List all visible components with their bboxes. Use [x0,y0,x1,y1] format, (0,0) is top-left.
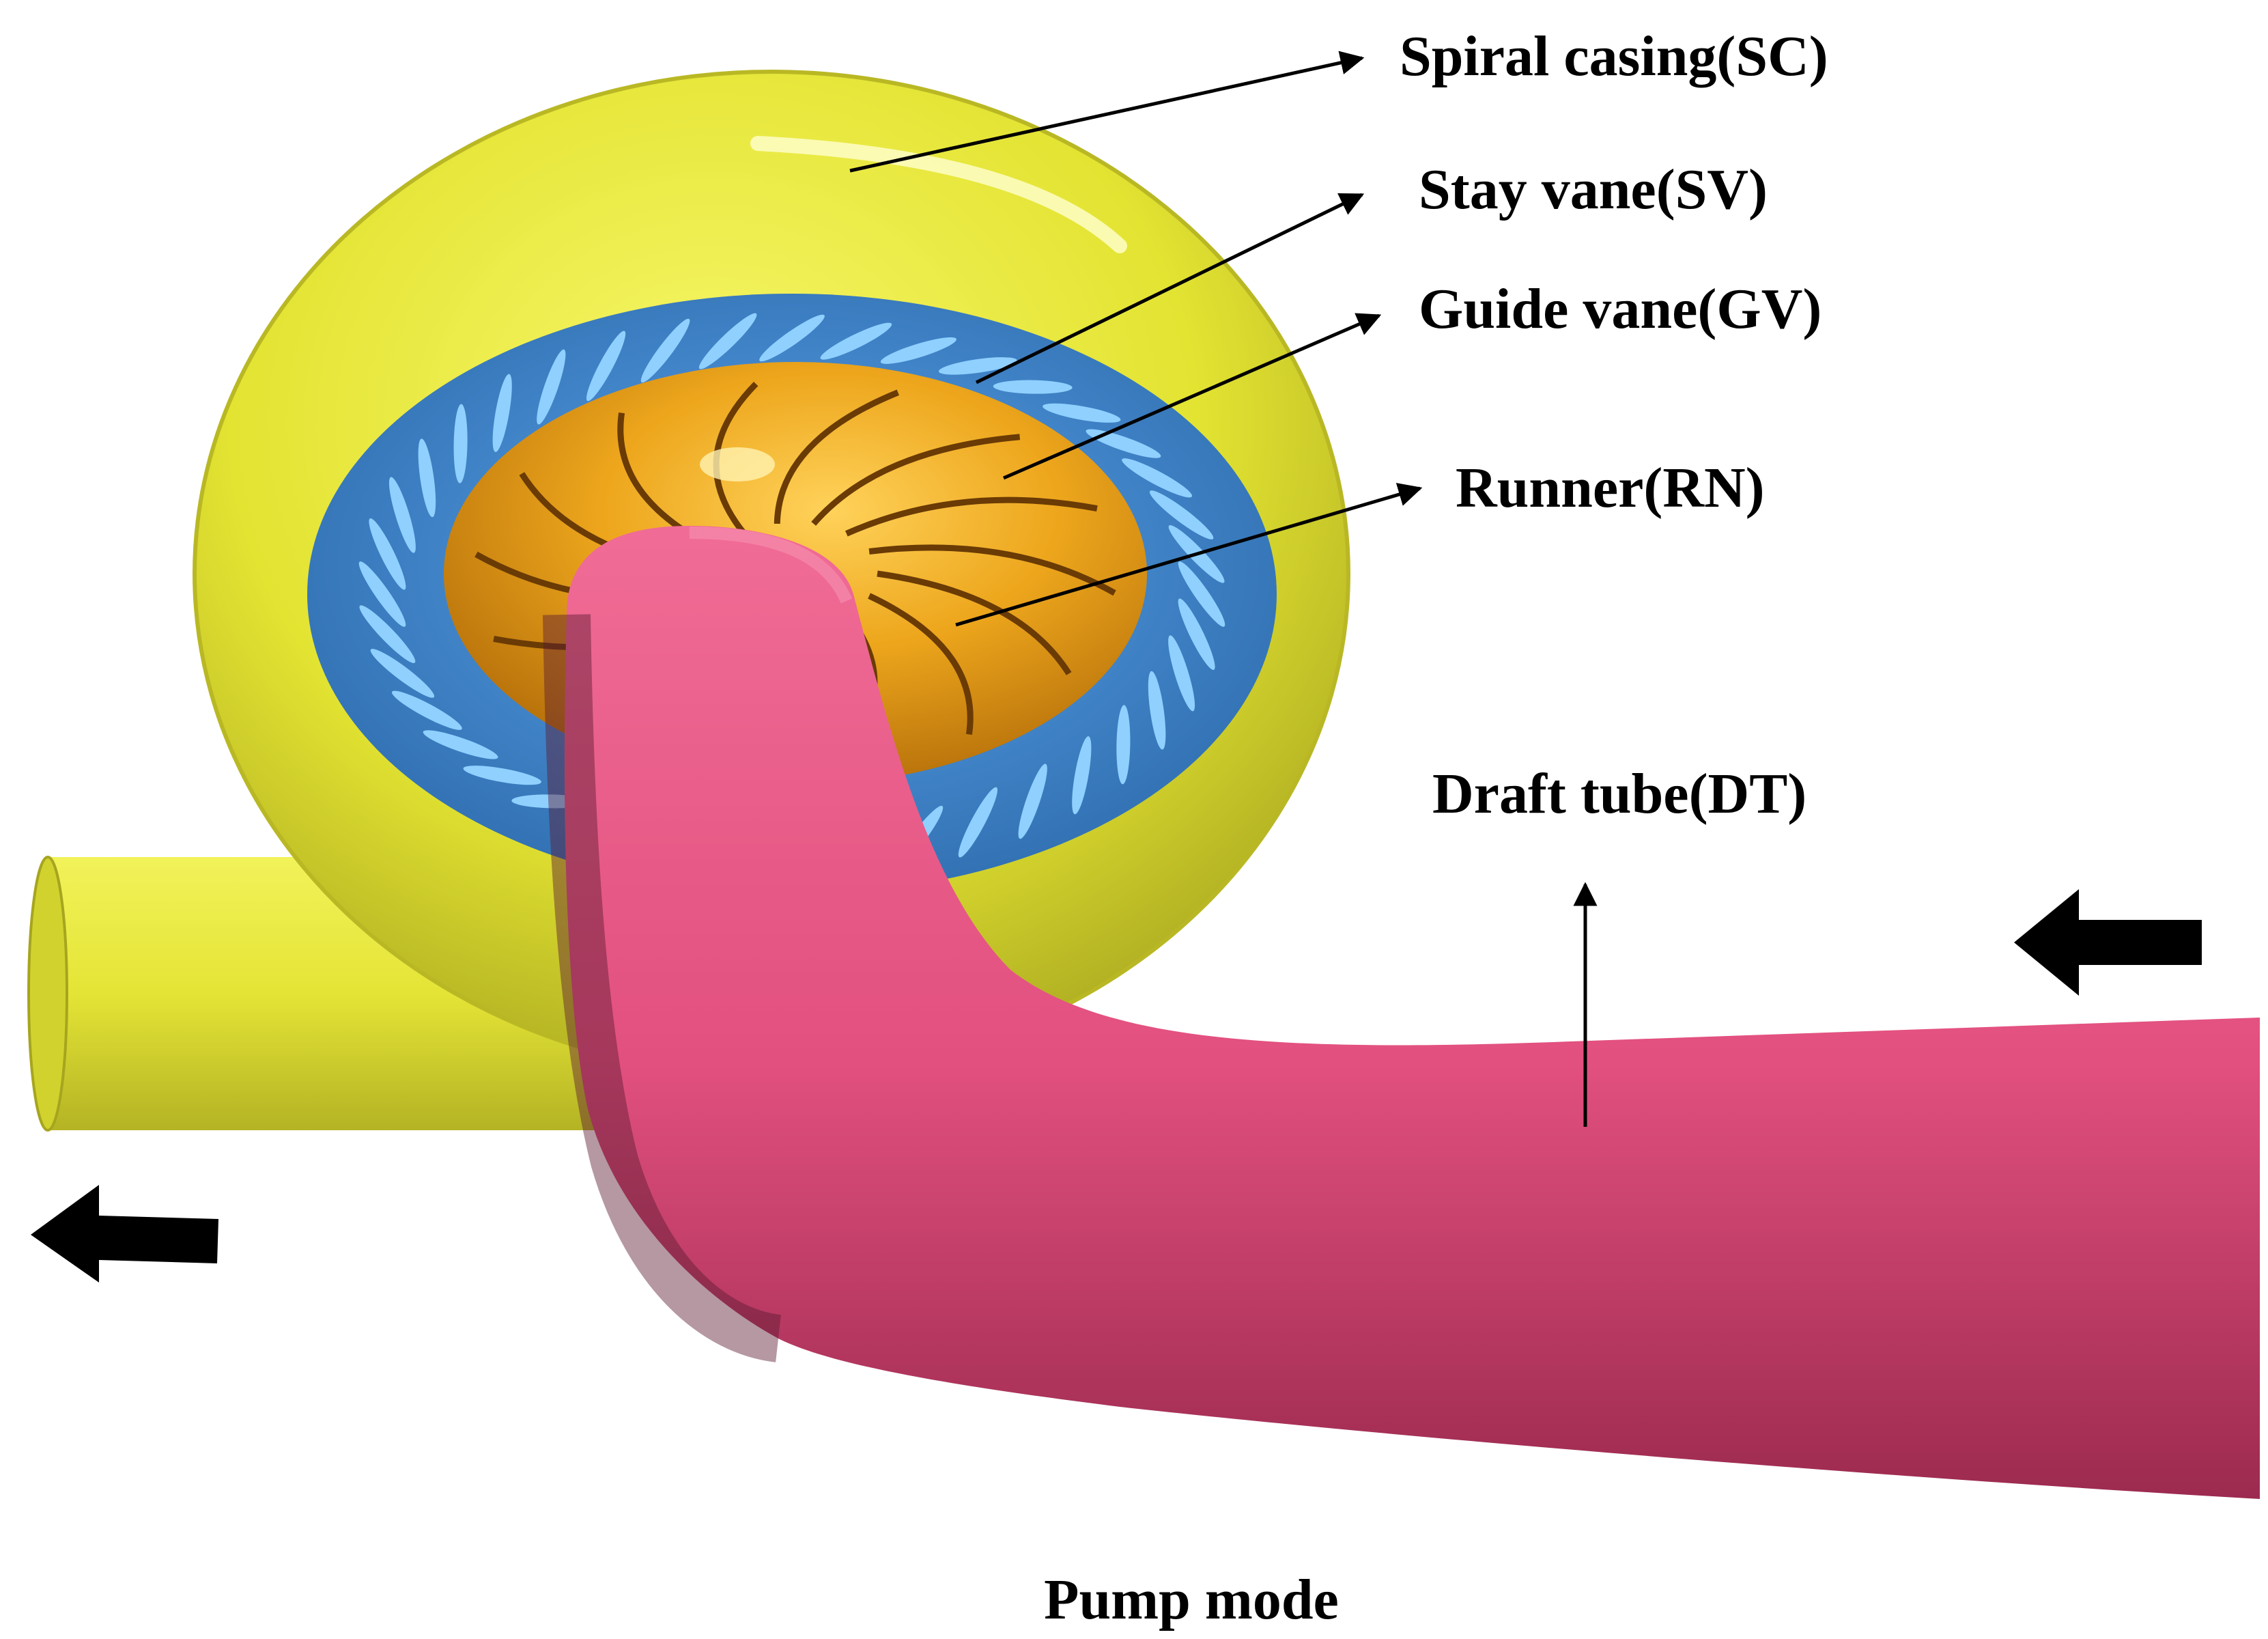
vane-blade [938,357,1017,375]
leader-lines [849,51,1598,1127]
runner-blade [868,544,1116,596]
vane-blade [1116,705,1131,785]
leader-runner [955,483,1423,627]
vane-blade [759,314,825,362]
flow-arrow-outlet [31,1185,218,1283]
runner-blade [774,389,899,524]
caption: Pump mode [1044,1568,1339,1631]
runner-blade [845,496,1098,537]
runner-blade [868,593,974,736]
vane-blade [359,605,416,663]
vane-blade [586,331,626,402]
label-stay-vane: Stay vane(SV) [1419,158,1768,221]
vane-blade [537,349,566,425]
vane-blade [370,649,435,698]
vane-blade [958,787,998,858]
vane-blade [463,766,541,785]
vane-blade [453,404,468,484]
vane-blade [698,313,757,369]
vane-blade [1018,764,1047,839]
vane-blade [1072,736,1092,815]
vane-blade [388,477,416,553]
label-runner: Runner(RN) [1456,456,1765,520]
vane-blade [640,318,690,383]
vane-blade [391,690,462,730]
draft-tube [543,526,2260,1499]
vane-blade [418,438,436,518]
runner-blade [877,570,1072,675]
vane-blade [1148,671,1166,750]
vane-blade [1086,429,1161,458]
vane-blade [423,730,498,759]
vane-blade [358,561,406,627]
leader-spiral-casing [849,51,1365,173]
vane-blade [993,380,1073,394]
vane-blade [880,337,956,364]
leader-guide-vane [1003,313,1382,480]
flow-arrow-inlet [2014,889,2202,996]
vane-blade [1122,458,1193,498]
vane-blade [1149,490,1214,540]
label-draft-tube: Draft tube(DT) [1432,762,1806,826]
runner-blade [811,434,1021,526]
vane-blade [1178,561,1225,627]
leader-stay-vane [975,193,1365,384]
vane-blade [1168,635,1195,712]
vane-blade [492,374,512,452]
vane-blade [1178,598,1215,671]
label-spiral-casing: Spiral casing(SC) [1400,25,1828,88]
vane-blade [369,518,406,590]
label-guide-vane: Guide vane(GV) [1419,277,1822,341]
vane-blade [1043,403,1121,423]
vane-blade [820,322,892,360]
